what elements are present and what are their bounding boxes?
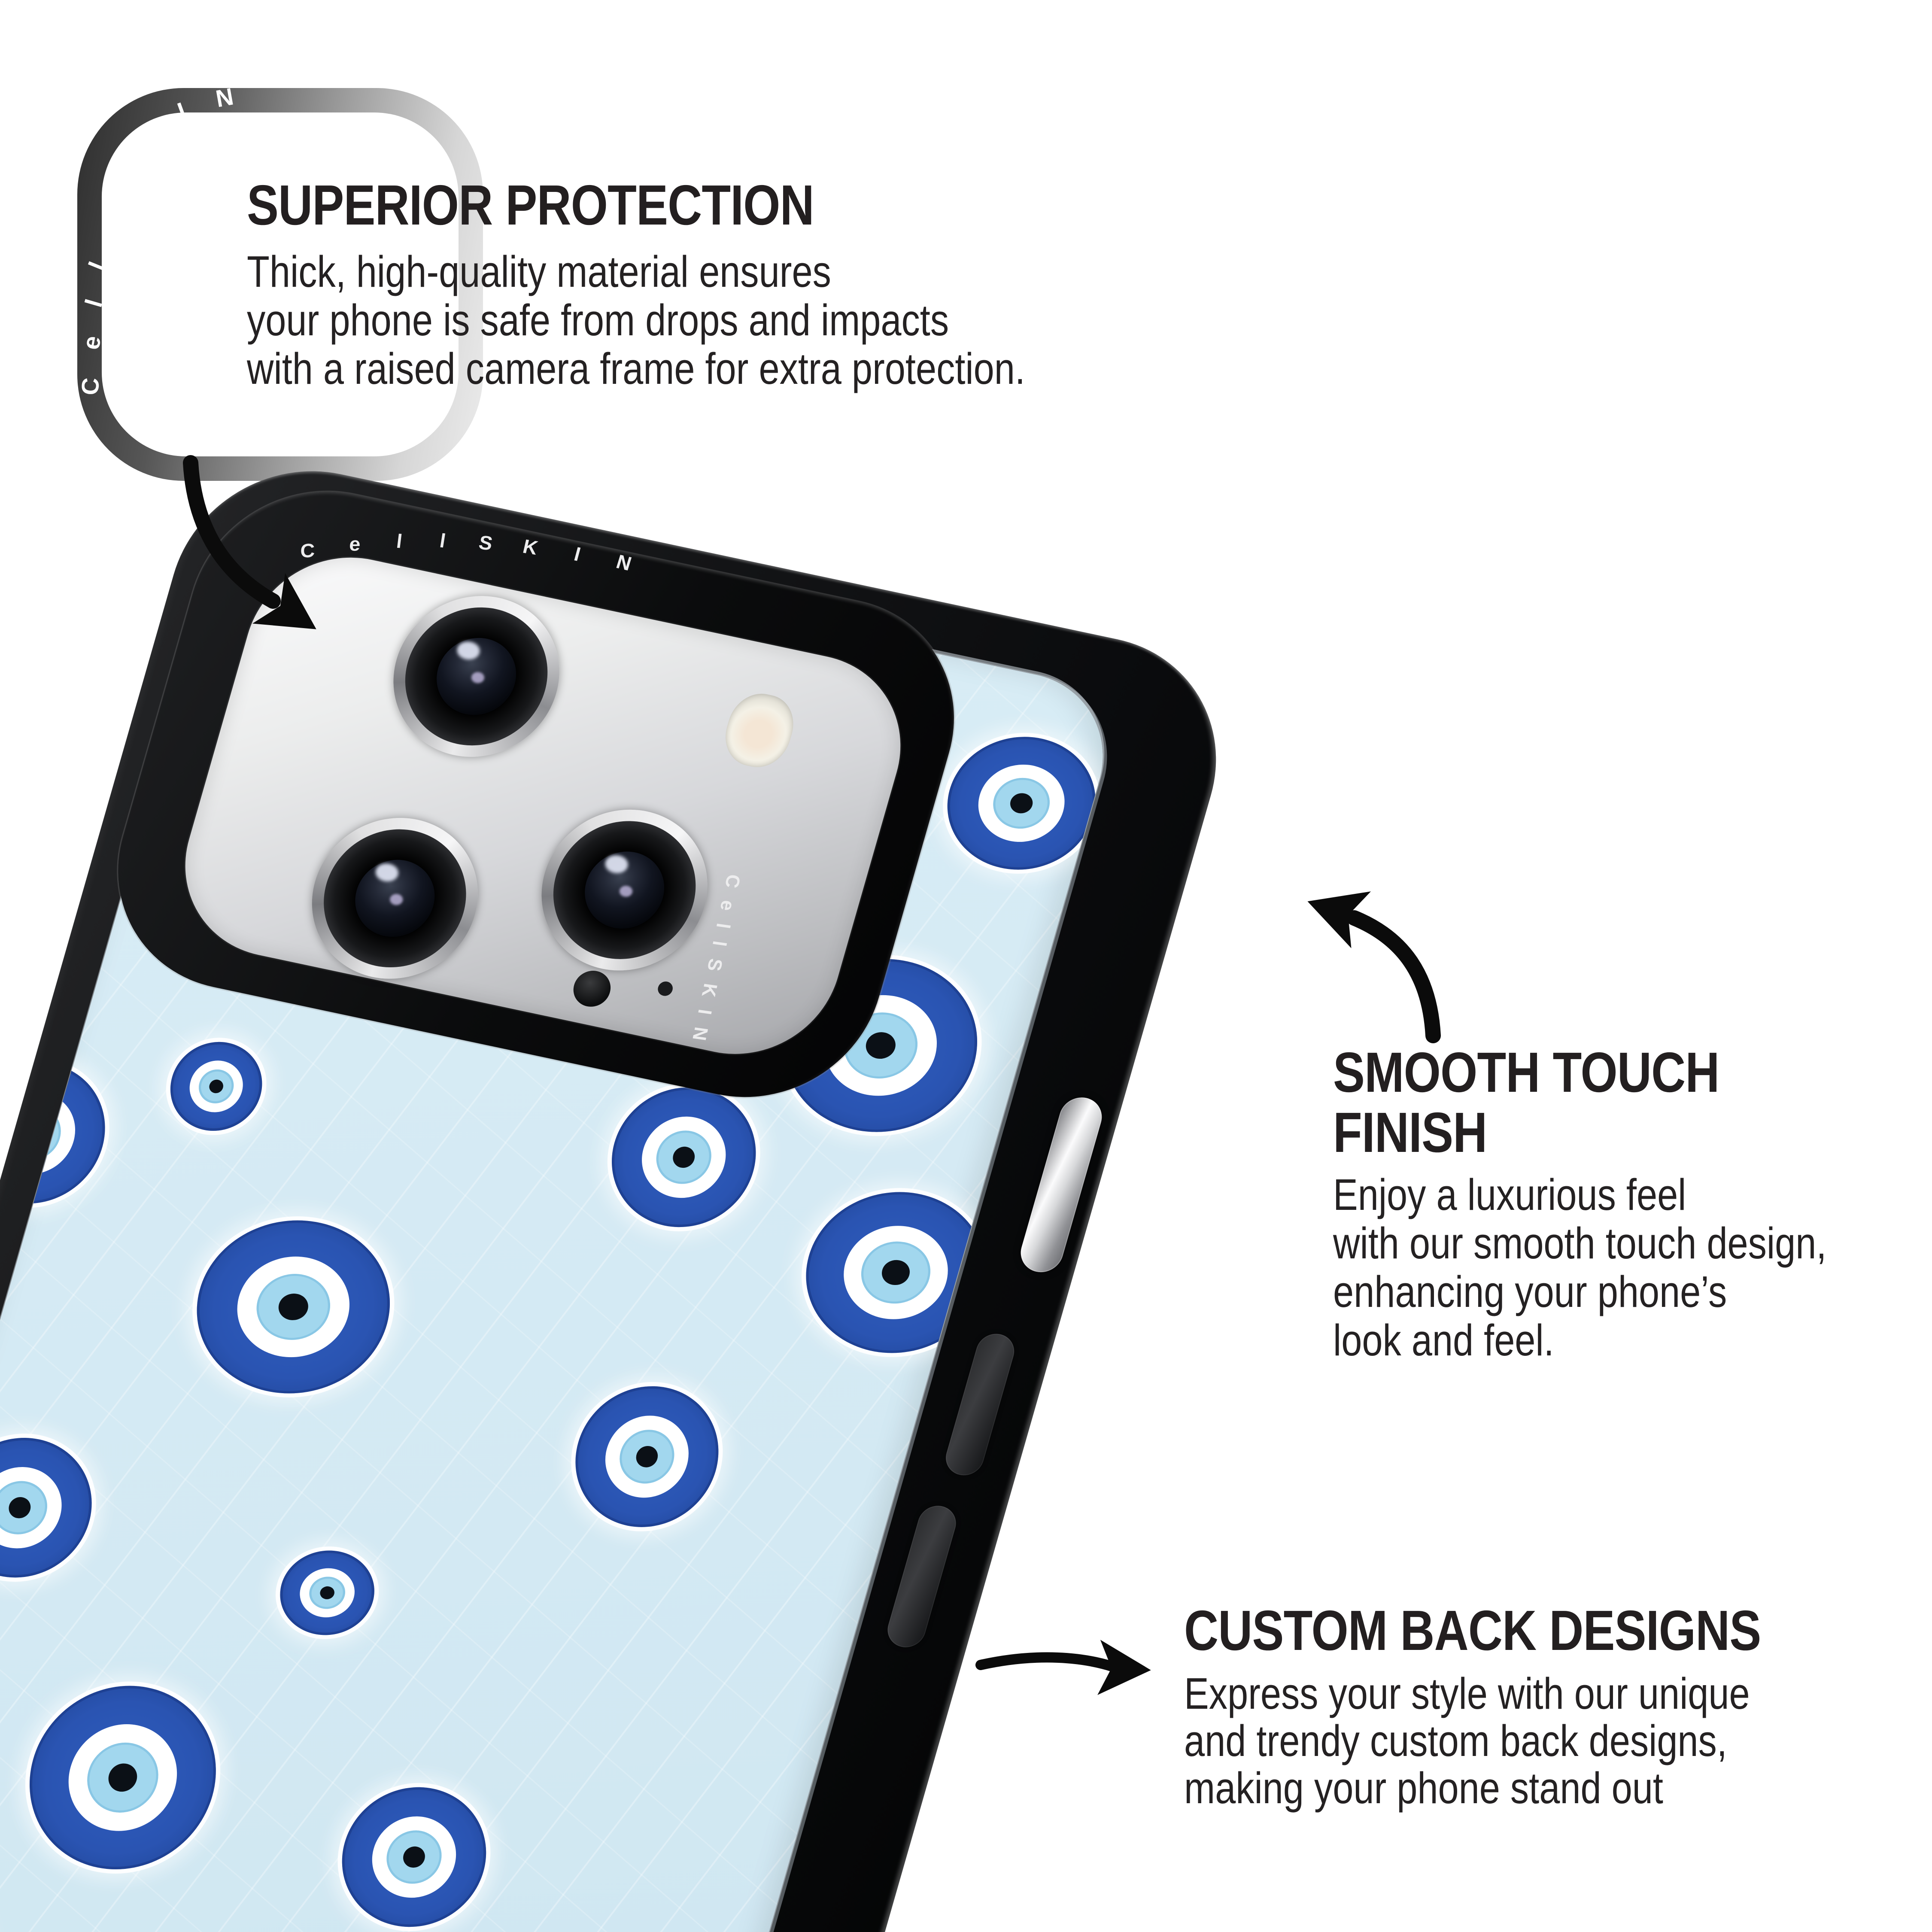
superior-body-line: Thick, high-quality material ensures	[247, 247, 831, 296]
eye-pupil	[207, 1078, 225, 1095]
brand-letter: l	[438, 529, 447, 552]
custom-heading: CUSTOM BACK DESIGNS	[1184, 1599, 1761, 1662]
volume-down-button	[883, 1502, 961, 1651]
brand-letter: l	[395, 530, 404, 553]
custom-body-line: making your phone stand out	[1184, 1763, 1663, 1813]
superior-body: Thick, high-quality material ensures you…	[247, 247, 1173, 393]
custom-body-line: and trendy custom back designs,	[1184, 1716, 1727, 1765]
eye-iris	[307, 1575, 348, 1611]
superior-heading: SUPERIOR PROTECTION	[247, 173, 814, 237]
camera-frame-outline-inner	[102, 112, 459, 456]
eye-iris	[380, 1825, 448, 1889]
eye-iris	[194, 1066, 238, 1107]
eye-pupil	[880, 1259, 911, 1286]
eye-pupil	[632, 1443, 661, 1470]
eye-iris	[0, 1100, 69, 1167]
smooth-body-line: Enjoy a luxurious feel	[1333, 1170, 1686, 1219]
evil-eye-motif	[0, 1045, 126, 1221]
camera-module	[161, 539, 924, 1072]
superior-body-line: with a raised camera frame for extra pro…	[247, 344, 1025, 393]
eye-pupil	[400, 1844, 428, 1870]
evil-eye-motif	[794, 1185, 997, 1361]
eye-white-ring	[0, 1459, 71, 1556]
brand-letter: K	[521, 535, 540, 559]
eye-pupil	[104, 1760, 141, 1795]
smooth-body-line: look and feel.	[1333, 1315, 1554, 1365]
smooth-heading-line2: FINISH	[1333, 1101, 1487, 1164]
smooth-body: Enjoy a luxurious feel with our smooth t…	[1333, 1170, 1932, 1364]
eye-white-ring	[0, 1082, 87, 1184]
brand-letter: N	[614, 550, 635, 575]
custom-body: Express your style with our unique and t…	[1184, 1670, 1871, 1812]
custom-body-line: Express your style with our unique	[1184, 1669, 1750, 1718]
camera-lens-top-left	[374, 580, 579, 772]
smooth-body-line: with our smooth touch design,	[1333, 1218, 1827, 1268]
brand-letter: I	[571, 542, 583, 565]
eye-iris	[76, 1734, 169, 1822]
eye-pupil	[1009, 792, 1034, 814]
evil-eye-motif	[554, 1369, 740, 1545]
eye-white-ring	[230, 1252, 357, 1362]
eye-white-ring	[837, 1221, 955, 1324]
evil-eye-motif	[938, 730, 1106, 876]
eye-iris	[0, 1476, 54, 1540]
evil-eye-motif	[595, 1074, 773, 1240]
camera-sensor-dot	[656, 980, 674, 997]
camera-flash	[717, 688, 801, 773]
eye-pupil	[6, 1495, 33, 1521]
eye-pupil	[864, 1031, 898, 1060]
eye-white-ring	[296, 1566, 358, 1620]
eye-pupil	[670, 1144, 698, 1170]
eye-pupil	[319, 1586, 336, 1600]
smooth-heading-line1: SMOOTH TOUCH	[1333, 1041, 1719, 1104]
eye-iris	[857, 1239, 935, 1306]
evil-eye-motif	[184, 1212, 403, 1402]
eye-white-ring	[53, 1711, 193, 1844]
superior-body-line: your phone is safe from drops and impact…	[247, 295, 949, 345]
camera-lens-right	[522, 794, 727, 986]
eye-pupil	[19, 1119, 48, 1147]
evil-eye-motif	[274, 1546, 381, 1639]
eye-white-ring	[362, 1809, 466, 1905]
eye-iris	[650, 1125, 718, 1189]
eye-iris	[611, 1423, 683, 1491]
eye-white-ring	[593, 1406, 701, 1508]
eye-iris	[989, 775, 1054, 831]
camera-mic-hole	[569, 967, 615, 1010]
brand-letter: C	[300, 539, 315, 562]
custom-back-designs-section: CUSTOM BACK DESIGNS Express your style w…	[1184, 1601, 1871, 1812]
evil-eye-motif	[159, 1033, 273, 1139]
brand-letter: S	[477, 531, 495, 555]
volume-up-button	[941, 1330, 1019, 1479]
brand-letter: e	[348, 533, 361, 555]
brand-letter: C	[76, 377, 104, 396]
evil-eye-motif	[325, 1774, 503, 1932]
smooth-body-line: enhancing your phone’s	[1333, 1267, 1727, 1316]
camera-lens-bottom-left	[292, 802, 498, 994]
eye-pupil	[276, 1292, 310, 1321]
smooth-touch-section: SMOOTH TOUCH FINISH Enjoy a luxurious fe…	[1333, 1041, 1932, 1365]
power-button	[1016, 1094, 1107, 1276]
brand-letter: N	[213, 82, 236, 112]
evil-eye-motif	[2, 1663, 243, 1892]
eye-white-ring	[632, 1109, 735, 1206]
eye-white-ring	[973, 761, 1070, 845]
arrow-to-side-edge-icon	[1307, 891, 1441, 1043]
superior-protection-section: SUPERIOR PROTECTION Thick, high-quality …	[247, 175, 1173, 393]
eye-iris	[252, 1270, 335, 1343]
eye-white-ring	[183, 1056, 249, 1117]
arrow-to-custom-heading-icon	[975, 1640, 1151, 1695]
evil-eye-motif	[0, 1425, 109, 1591]
